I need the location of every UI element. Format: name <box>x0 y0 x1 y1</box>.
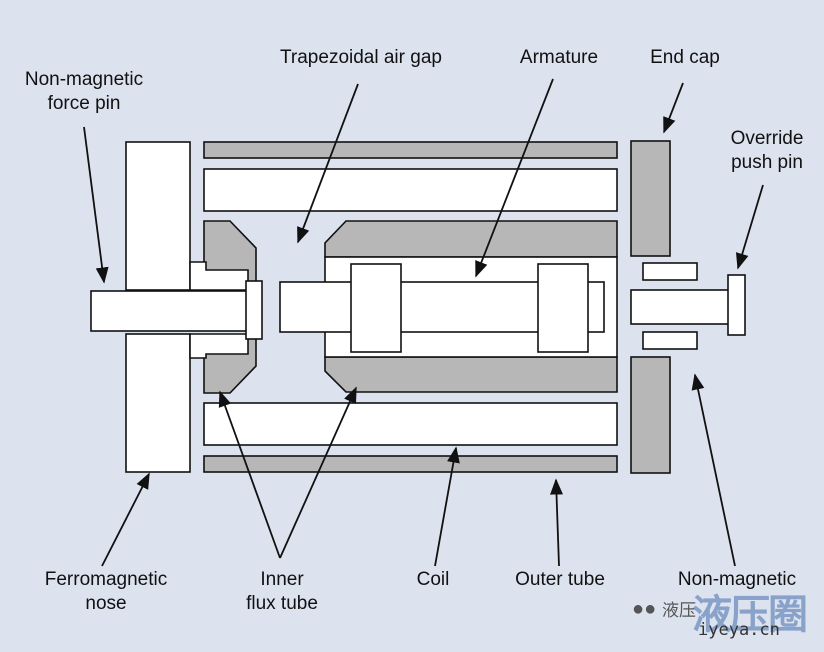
coil-top <box>203 168 618 212</box>
label-inner-flux-line1: Inner <box>260 569 304 590</box>
bushing-bottom <box>642 331 698 350</box>
armature-body-top <box>324 220 618 258</box>
watermark-logo-text: 液压圈 <box>692 592 808 638</box>
label-coil: Coil <box>416 569 450 590</box>
label-nose-line1: Ferromagnetic <box>44 569 168 590</box>
override-pin-head <box>727 274 746 336</box>
force-pin-head <box>245 280 263 340</box>
override-pin-shaft <box>630 289 732 325</box>
arrow-force-pin <box>83 126 109 284</box>
coil-bottom <box>203 402 618 446</box>
watermark: ●● 液压 液压圈 iyeya.cn <box>610 588 824 652</box>
armature-bearing-left <box>350 263 402 353</box>
watermark-url: iyeya.cn <box>698 620 780 640</box>
arrow-inner-flux-right <box>279 386 357 559</box>
label-nose: Ferromagnetic nose <box>22 568 190 616</box>
arrow-nose <box>101 472 150 567</box>
label-override-line2: push pin <box>731 152 803 173</box>
label-outer-tube: Outer tube <box>515 569 605 590</box>
arrow-coil <box>434 446 460 567</box>
nose-step-top <box>189 261 249 291</box>
arrow-armature <box>475 78 554 278</box>
arrow-outer-tube <box>550 478 563 567</box>
nose-flange-bottom <box>125 333 191 473</box>
arrow-air-gap <box>297 83 359 244</box>
label-override-pin: Override push pin <box>712 127 822 175</box>
label-force-pin: Non-magnetic force pin <box>6 68 162 116</box>
label-override-line1: Override <box>730 128 804 149</box>
nose-step-bottom <box>189 333 249 359</box>
label-air-gap: Trapezoidal air gap <box>280 47 442 68</box>
nose-flange-top <box>125 141 191 291</box>
end-cap-top <box>630 140 671 257</box>
outer-tube-top <box>203 141 618 159</box>
bushing-top <box>642 262 698 281</box>
armature-body-bottom <box>324 356 618 393</box>
wechat-icon: ●● <box>632 598 657 620</box>
watermark-text-small: 液压 <box>662 601 696 621</box>
end-cap-bottom <box>630 356 671 474</box>
label-inner-flux: Inner flux tube <box>226 568 338 616</box>
arrow-end-cap <box>663 82 684 134</box>
arrow-inner-flux-left <box>218 390 281 559</box>
label-nonmag-right: Non-magnetic <box>677 569 797 590</box>
outer-tube-bottom <box>203 455 618 473</box>
label-inner-flux-line2: flux tube <box>246 593 318 614</box>
label-force-pin-line1: Non-magnetic <box>24 69 144 90</box>
label-force-pin-line2: force pin <box>47 93 121 114</box>
label-armature: Armature <box>519 47 599 68</box>
arrow-override-pin <box>736 184 764 270</box>
label-nose-line2: nose <box>85 593 127 614</box>
label-end-cap: End cap <box>650 47 720 68</box>
arrow-nonmag-right <box>691 373 736 567</box>
armature-bearing-right <box>537 263 589 353</box>
force-pin-shaft <box>90 290 250 332</box>
